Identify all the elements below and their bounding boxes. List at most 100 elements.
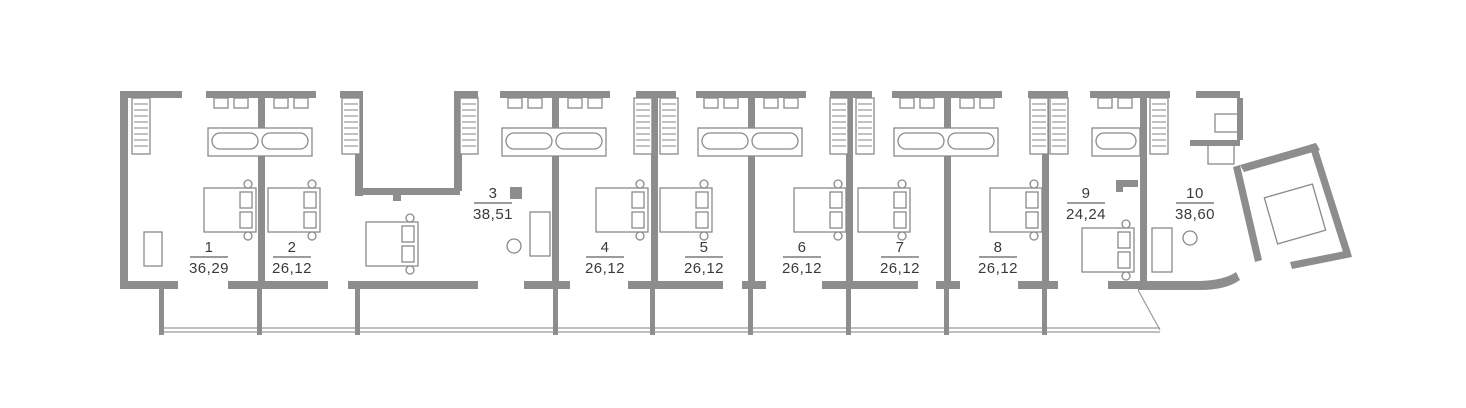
apartment-10-block (1190, 98, 1352, 269)
wardrobe (633, 97, 653, 155)
apartment-area: 26,12 (782, 260, 822, 277)
pillow (1117, 231, 1131, 249)
nightstand (1029, 179, 1039, 189)
table (506, 238, 522, 254)
bed (793, 179, 847, 241)
bathtub (947, 132, 995, 150)
nightstand (897, 179, 907, 189)
nightstand (1029, 231, 1039, 241)
nightstand (833, 179, 843, 189)
apartment-7-label: 7 26,12 (880, 239, 920, 277)
nightstand (833, 231, 843, 241)
nightstand (307, 231, 317, 241)
wardrobe (131, 97, 151, 155)
sink (959, 97, 975, 109)
toilet (783, 97, 799, 109)
beds (203, 179, 1198, 281)
sofa (1151, 227, 1173, 273)
apartment-area: 36,29 (189, 260, 229, 277)
wardrobe (855, 97, 875, 155)
bed (365, 213, 419, 275)
wardrobe (659, 97, 679, 155)
bathtub (211, 132, 259, 150)
apartment-number: 10 (1186, 185, 1204, 202)
apartment-number: 8 (994, 239, 1003, 256)
apartment-area: 38,60 (1175, 206, 1215, 223)
sofa (529, 211, 551, 257)
bathtub (751, 132, 799, 150)
apartment-number: 4 (601, 239, 610, 256)
pillow (695, 211, 709, 229)
nightstand (699, 231, 709, 241)
pillow (401, 245, 415, 263)
apartment-area: 38,51 (473, 206, 513, 223)
apartment-10-label: 10 38,60 (1175, 185, 1215, 223)
apartment-1-label: 1 36,29 (189, 239, 229, 277)
toilet (899, 97, 915, 109)
pillow (695, 191, 709, 209)
nightstand (405, 265, 415, 275)
outer-walls (120, 91, 1240, 290)
apartment-number: 9 (1082, 185, 1091, 202)
wardrobe (829, 97, 849, 155)
apartment-area: 26,12 (272, 260, 312, 277)
toilet (979, 97, 995, 109)
nightstand (635, 179, 645, 189)
apartment-area: 26,12 (880, 260, 920, 277)
pillow (401, 225, 415, 243)
apartment-9-label: 9 24,24 (1066, 185, 1106, 223)
pillow (893, 211, 907, 229)
bed (203, 179, 257, 241)
nightstand (635, 231, 645, 241)
bed (267, 179, 321, 241)
bed (659, 179, 713, 241)
sink (723, 97, 739, 109)
pillow (303, 211, 317, 229)
apartment-number: 3 (489, 185, 498, 202)
apartment-4-label: 4 26,12 (585, 239, 625, 277)
sink (567, 97, 583, 109)
sink (233, 97, 249, 109)
sink (273, 97, 289, 109)
pillow (239, 191, 253, 209)
apartment-3-label: 3 38,51 (473, 185, 513, 223)
sink (763, 97, 779, 109)
wardrobe (341, 97, 361, 155)
nightstand (897, 231, 907, 241)
toilet (213, 97, 229, 109)
bathtub (261, 132, 309, 150)
bathtub (701, 132, 749, 150)
bed (857, 179, 911, 241)
wardrobe (459, 97, 479, 155)
pillow (829, 191, 843, 209)
pillow (1117, 251, 1131, 269)
toilet (293, 97, 309, 109)
sink (919, 97, 935, 109)
toilet (1097, 97, 1113, 109)
bathtub (505, 132, 553, 150)
apartment-number: 2 (288, 239, 297, 256)
bathtub (555, 132, 603, 150)
apartment-number: 1 (205, 239, 214, 256)
pillow (239, 211, 253, 229)
apartment-area: 26,12 (978, 260, 1018, 277)
apartment-area: 26,12 (684, 260, 724, 277)
bathrooms (207, 97, 1141, 157)
nightstand (699, 179, 709, 189)
toilet (587, 97, 603, 109)
sink (1117, 97, 1133, 109)
wardrobe (1149, 97, 1169, 155)
apartment-2-label: 2 26,12 (272, 239, 312, 277)
apartment-area: 26,12 (585, 260, 625, 277)
shelf-unit (143, 231, 163, 267)
bed (1081, 219, 1135, 281)
wardrobe (1049, 97, 1069, 155)
nightstand (243, 179, 253, 189)
nightstand (243, 231, 253, 241)
sink (527, 97, 543, 109)
wardrobe (1029, 97, 1049, 155)
bathtub (897, 132, 945, 150)
wardrobes (131, 97, 1169, 267)
apartment-number: 7 (896, 239, 905, 256)
